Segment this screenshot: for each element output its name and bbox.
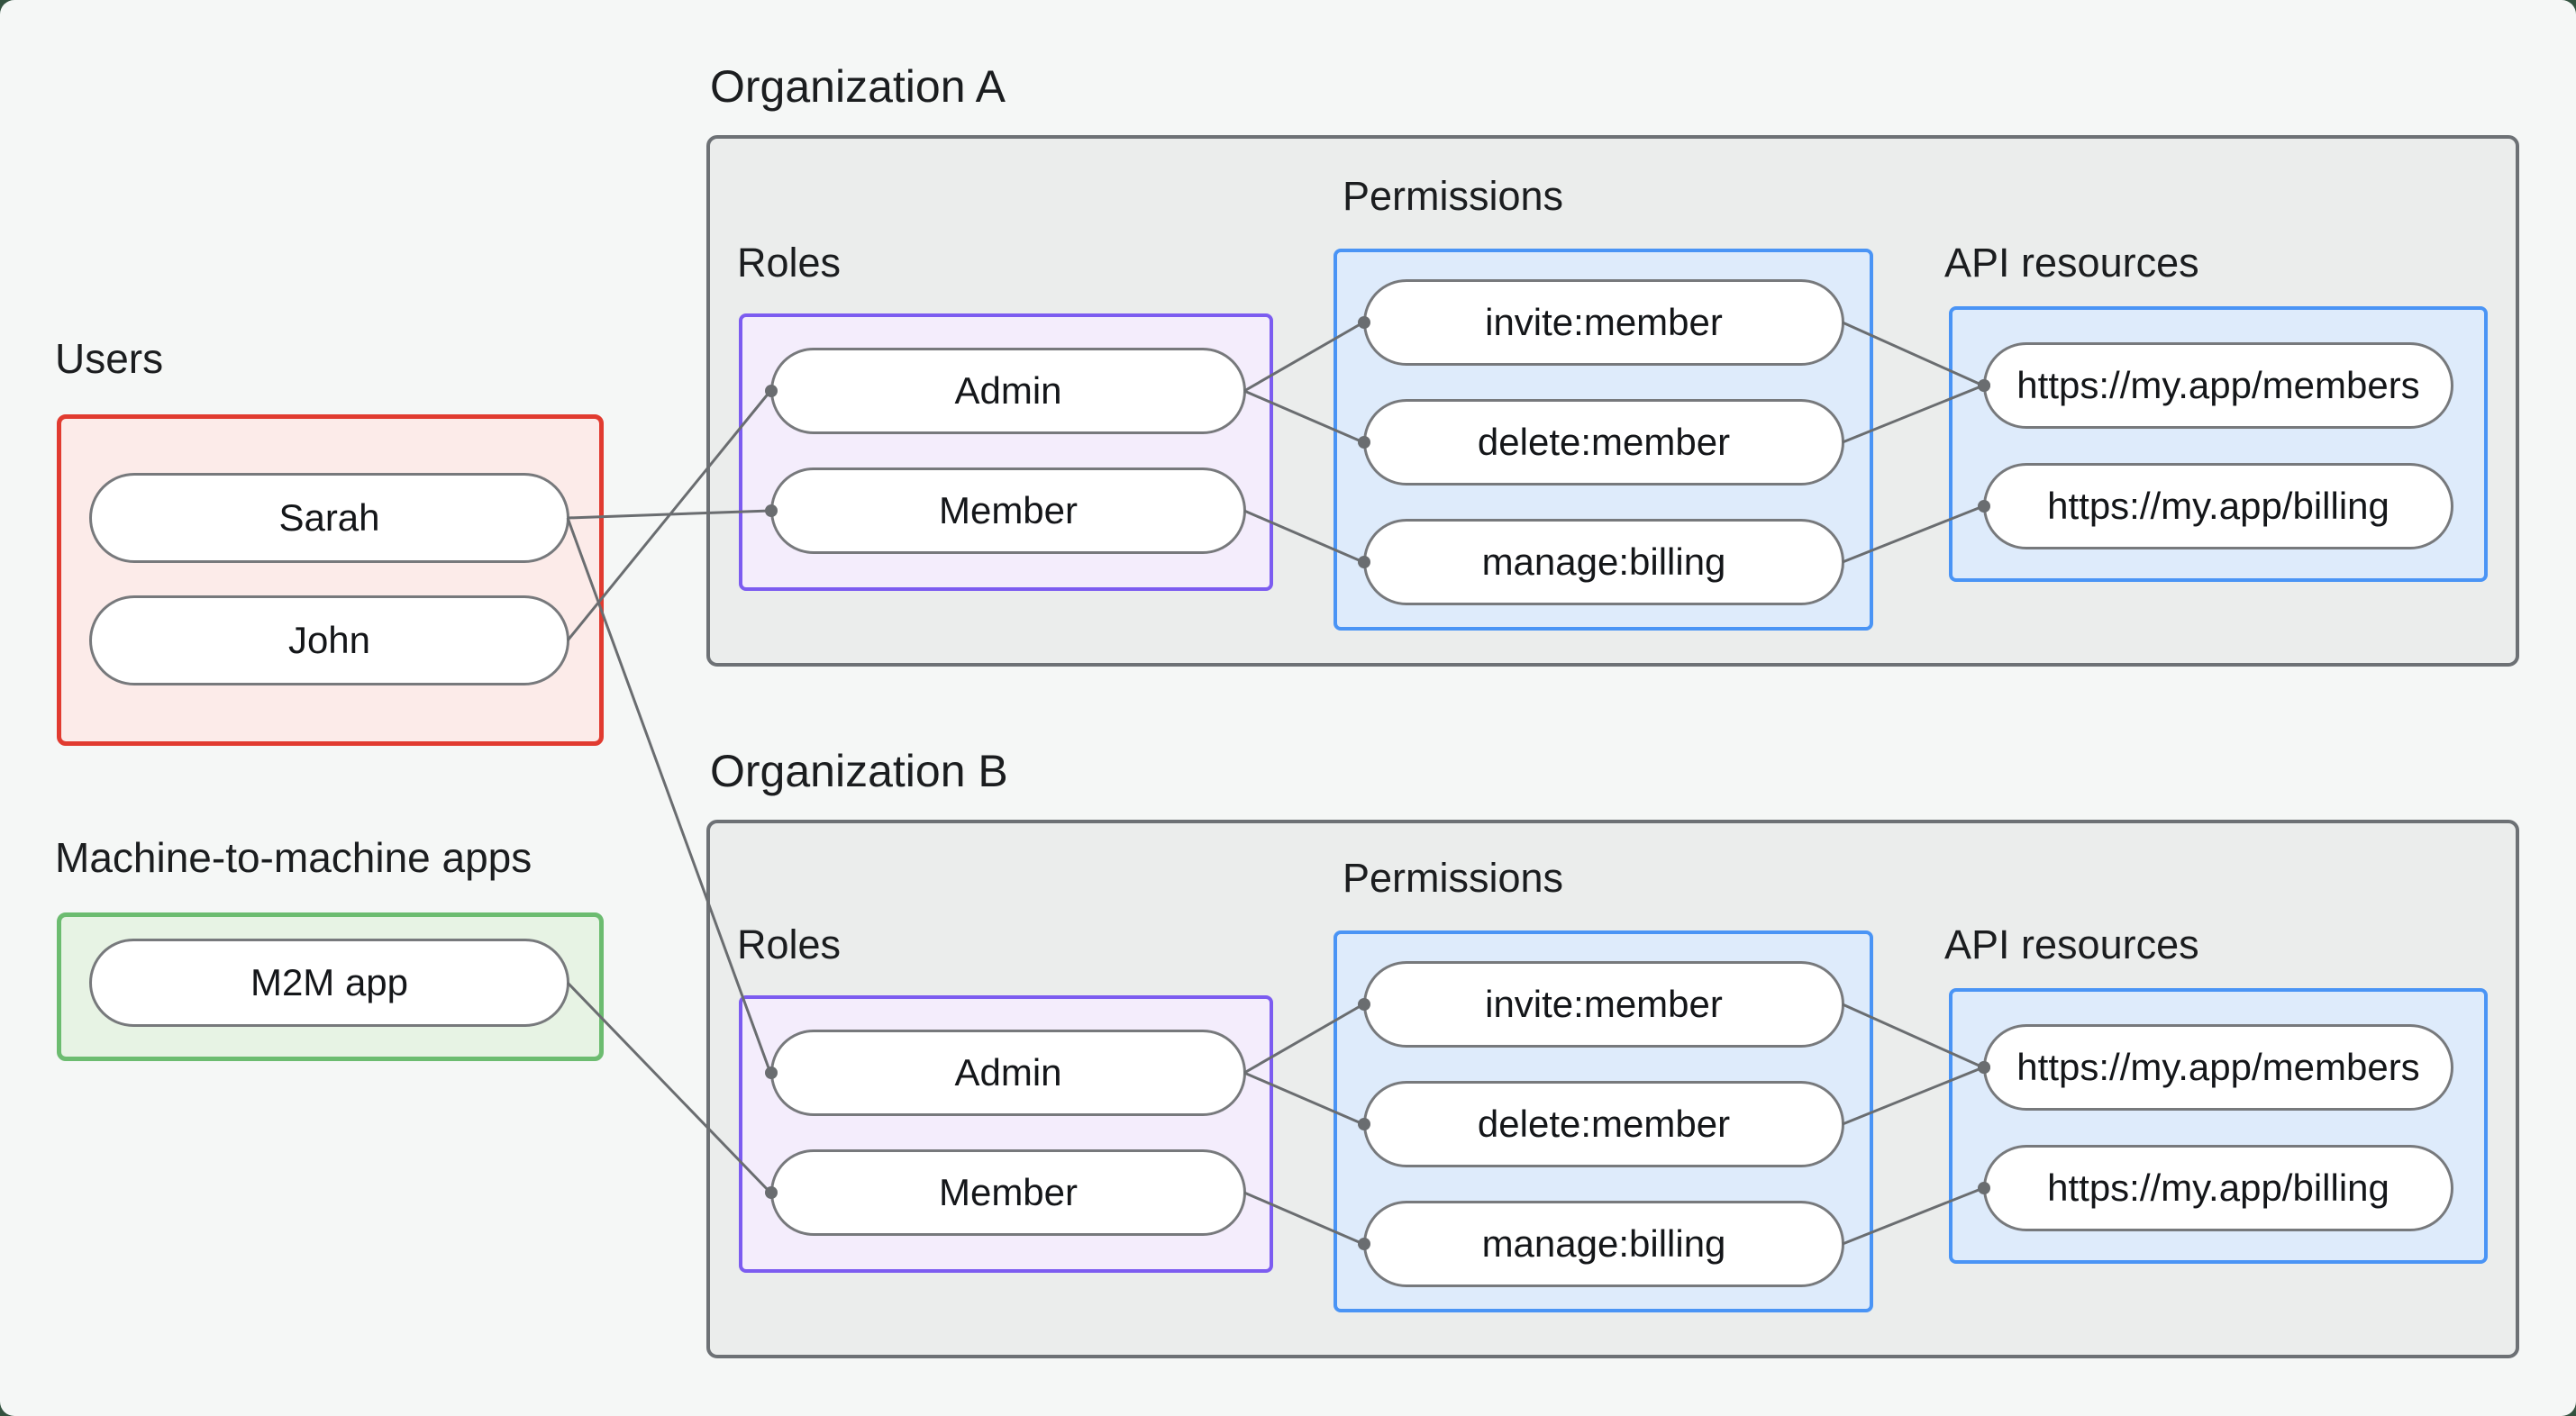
org-b-role-admin: Admin [770,1030,1246,1116]
m2m-app-node: M2M app [89,939,569,1027]
org-a-api-resource-billing: https://my.app/billing [1983,463,2453,549]
org-b-title: Organization B [710,746,1008,796]
user-node-sarah: Sarah [89,473,569,563]
org-b-api-resource-members: https://my.app/members [1983,1024,2453,1111]
org-a-api-resource-members: https://my.app/members [1983,342,2453,429]
org-b-permission-invite-member: invite:member [1363,961,1844,1048]
users-group-label: Users [55,335,164,382]
m2m-group-label: Machine-to-machine apps [55,834,532,881]
org-b-api-resource-billing: https://my.app/billing [1983,1145,2453,1231]
org-a-permissions-label: Permissions [1343,173,1564,219]
org-a-api-resources-label: API resources [1944,240,2199,286]
org-a-role-member: Member [770,467,1246,554]
org-a-title: Organization A [710,61,1006,112]
org-b-permissions-label: Permissions [1343,855,1564,901]
org-a-permission-invite-member: invite:member [1363,279,1844,366]
user-node-john: John [89,595,569,685]
org-a-permission-delete-member: delete:member [1363,399,1844,486]
org-a-roles-label: Roles [737,240,842,286]
users-group-box [57,414,604,746]
org-b-roles-label: Roles [737,921,842,967]
org-a-role-admin: Admin [770,348,1246,434]
org-b-permission-manage-billing: manage:billing [1363,1201,1844,1287]
org-a-permission-manage-billing: manage:billing [1363,519,1844,605]
org-b-api-resources-label: API resources [1944,921,2199,967]
org-b-permission-delete-member: delete:member [1363,1081,1844,1167]
org-b-role-member: Member [770,1149,1246,1236]
